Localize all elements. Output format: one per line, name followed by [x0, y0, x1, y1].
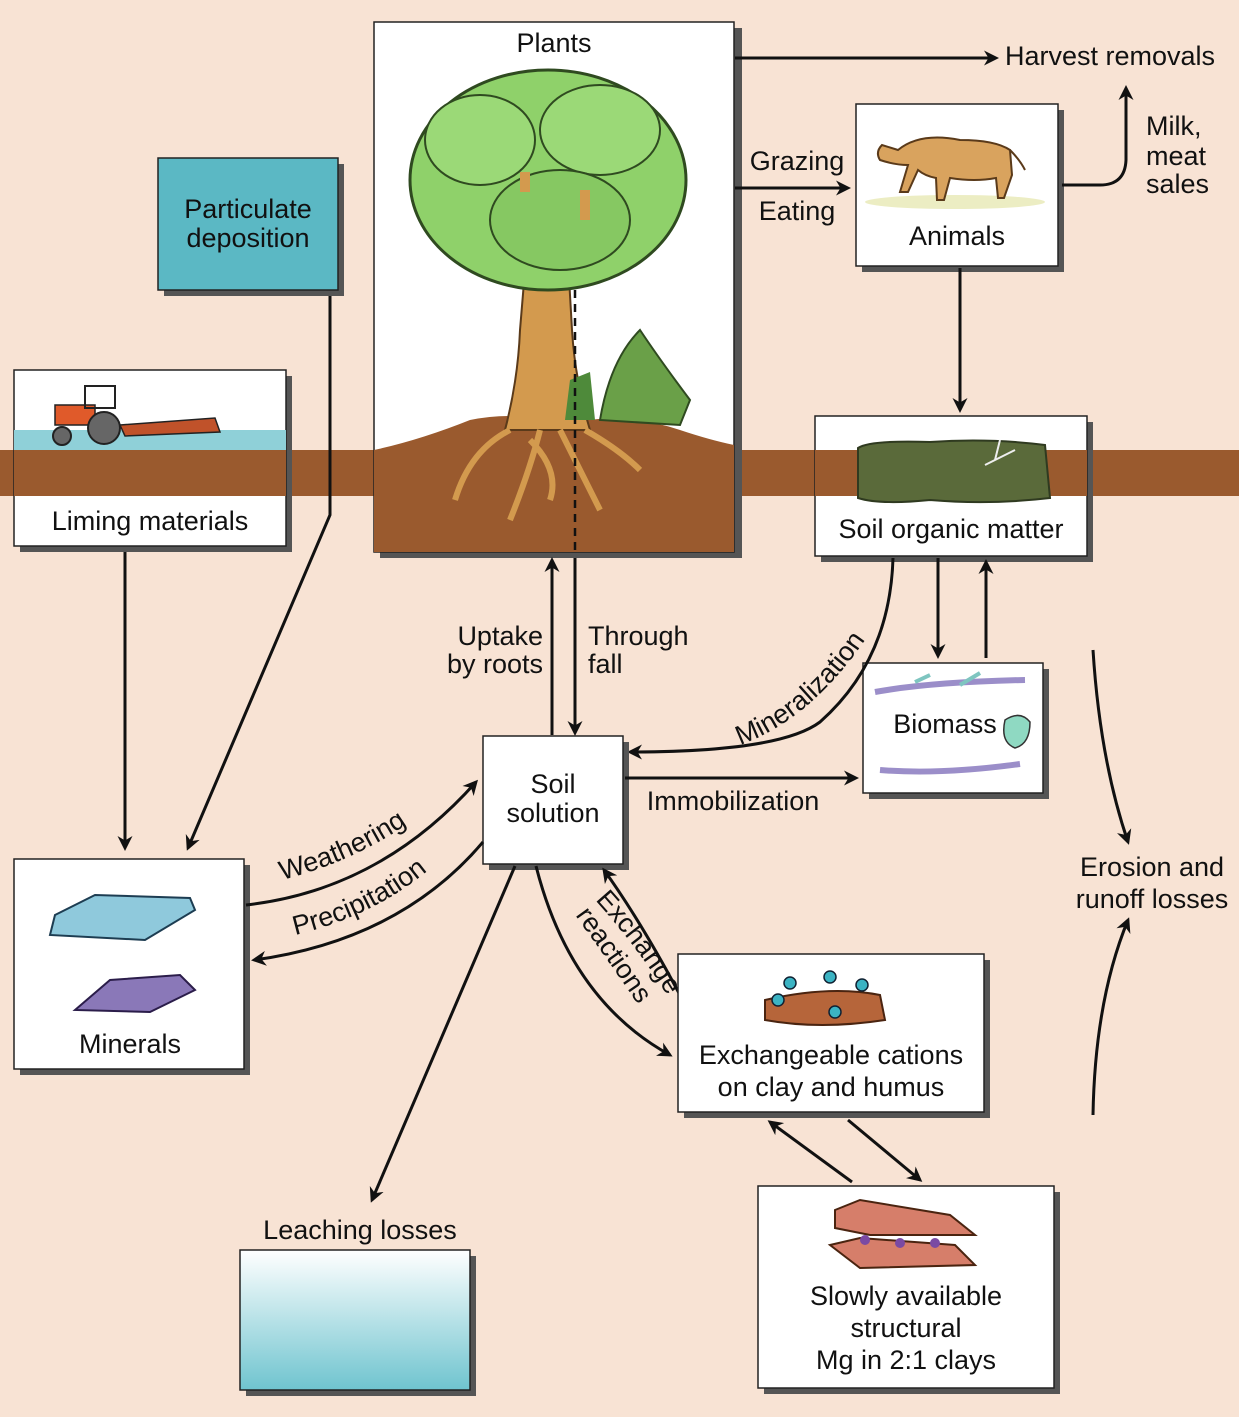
layered-clay-icon: [827, 1198, 978, 1270]
uptake-line2: by roots: [447, 649, 543, 679]
grazing-label: Grazing: [750, 146, 845, 176]
soil-solution-line2: solution: [506, 798, 599, 828]
water-icon: [239, 1249, 476, 1396]
fungal-hyphae-icon: [874, 671, 1031, 775]
minerals-box: Minerals: [13, 858, 250, 1075]
exchangeable-cations-box: Exchangeable cations on clay and humus: [677, 953, 990, 1118]
particulate-line1: Particulate: [184, 194, 312, 224]
slowly-line3: Mg in 2:1 clays: [816, 1345, 996, 1375]
mineral-slab-icon: [48, 893, 197, 1014]
erosion-line2: runoff losses: [1076, 884, 1229, 914]
particulate-deposition-box: Particulate deposition: [157, 157, 344, 296]
soil-organic-matter-label: Soil organic matter: [838, 514, 1063, 544]
particulate-line2: deposition: [186, 223, 309, 253]
biomass-box: Biomass: [862, 662, 1049, 799]
animals-label: Animals: [909, 221, 1005, 251]
harvest-removals-label: Harvest removals: [1005, 41, 1215, 71]
soil-organic-matter-box: Soil organic matter: [814, 415, 1093, 562]
liming-materials-label: Liming materials: [52, 506, 249, 536]
tractor-icon: [52, 385, 222, 446]
animals-box: Animals: [855, 103, 1064, 272]
through-line2: fall: [588, 649, 623, 679]
biomass-label: Biomass: [893, 709, 997, 739]
immobilization-label: Immobilization: [647, 786, 820, 816]
liming-materials-box: Liming materials: [13, 369, 292, 552]
plants-box: Plants: [373, 21, 742, 558]
sales-label: sales: [1146, 169, 1209, 199]
plants-label: Plants: [516, 28, 591, 58]
clay-particle-icon: [764, 970, 887, 1026]
tree-icon: [408, 68, 692, 522]
exchangeable-line2: on clay and humus: [718, 1072, 945, 1102]
erosion-line1: Erosion and: [1080, 852, 1224, 882]
slowly-available-box: Slowly available structural Mg in 2:1 cl…: [757, 1185, 1060, 1394]
minerals-label: Minerals: [79, 1029, 181, 1059]
meat-label: meat: [1146, 141, 1207, 171]
leaching-losses-label: Leaching losses: [263, 1215, 457, 1245]
cow-icon: [876, 136, 1026, 201]
organic-matter-icon: [857, 439, 1052, 504]
exchangeable-line1: Exchangeable cations: [699, 1040, 963, 1070]
milk-label: Milk,: [1146, 111, 1202, 141]
uptake-line1: Uptake: [457, 621, 543, 651]
soil-solution-line1: Soil: [530, 769, 575, 799]
through-line1: Through: [588, 621, 689, 651]
slowly-line1: Slowly available: [810, 1281, 1002, 1311]
soil-solution-box: Soil solution: [482, 735, 629, 870]
eating-label: Eating: [759, 196, 836, 226]
slowly-line2: structural: [850, 1313, 961, 1343]
